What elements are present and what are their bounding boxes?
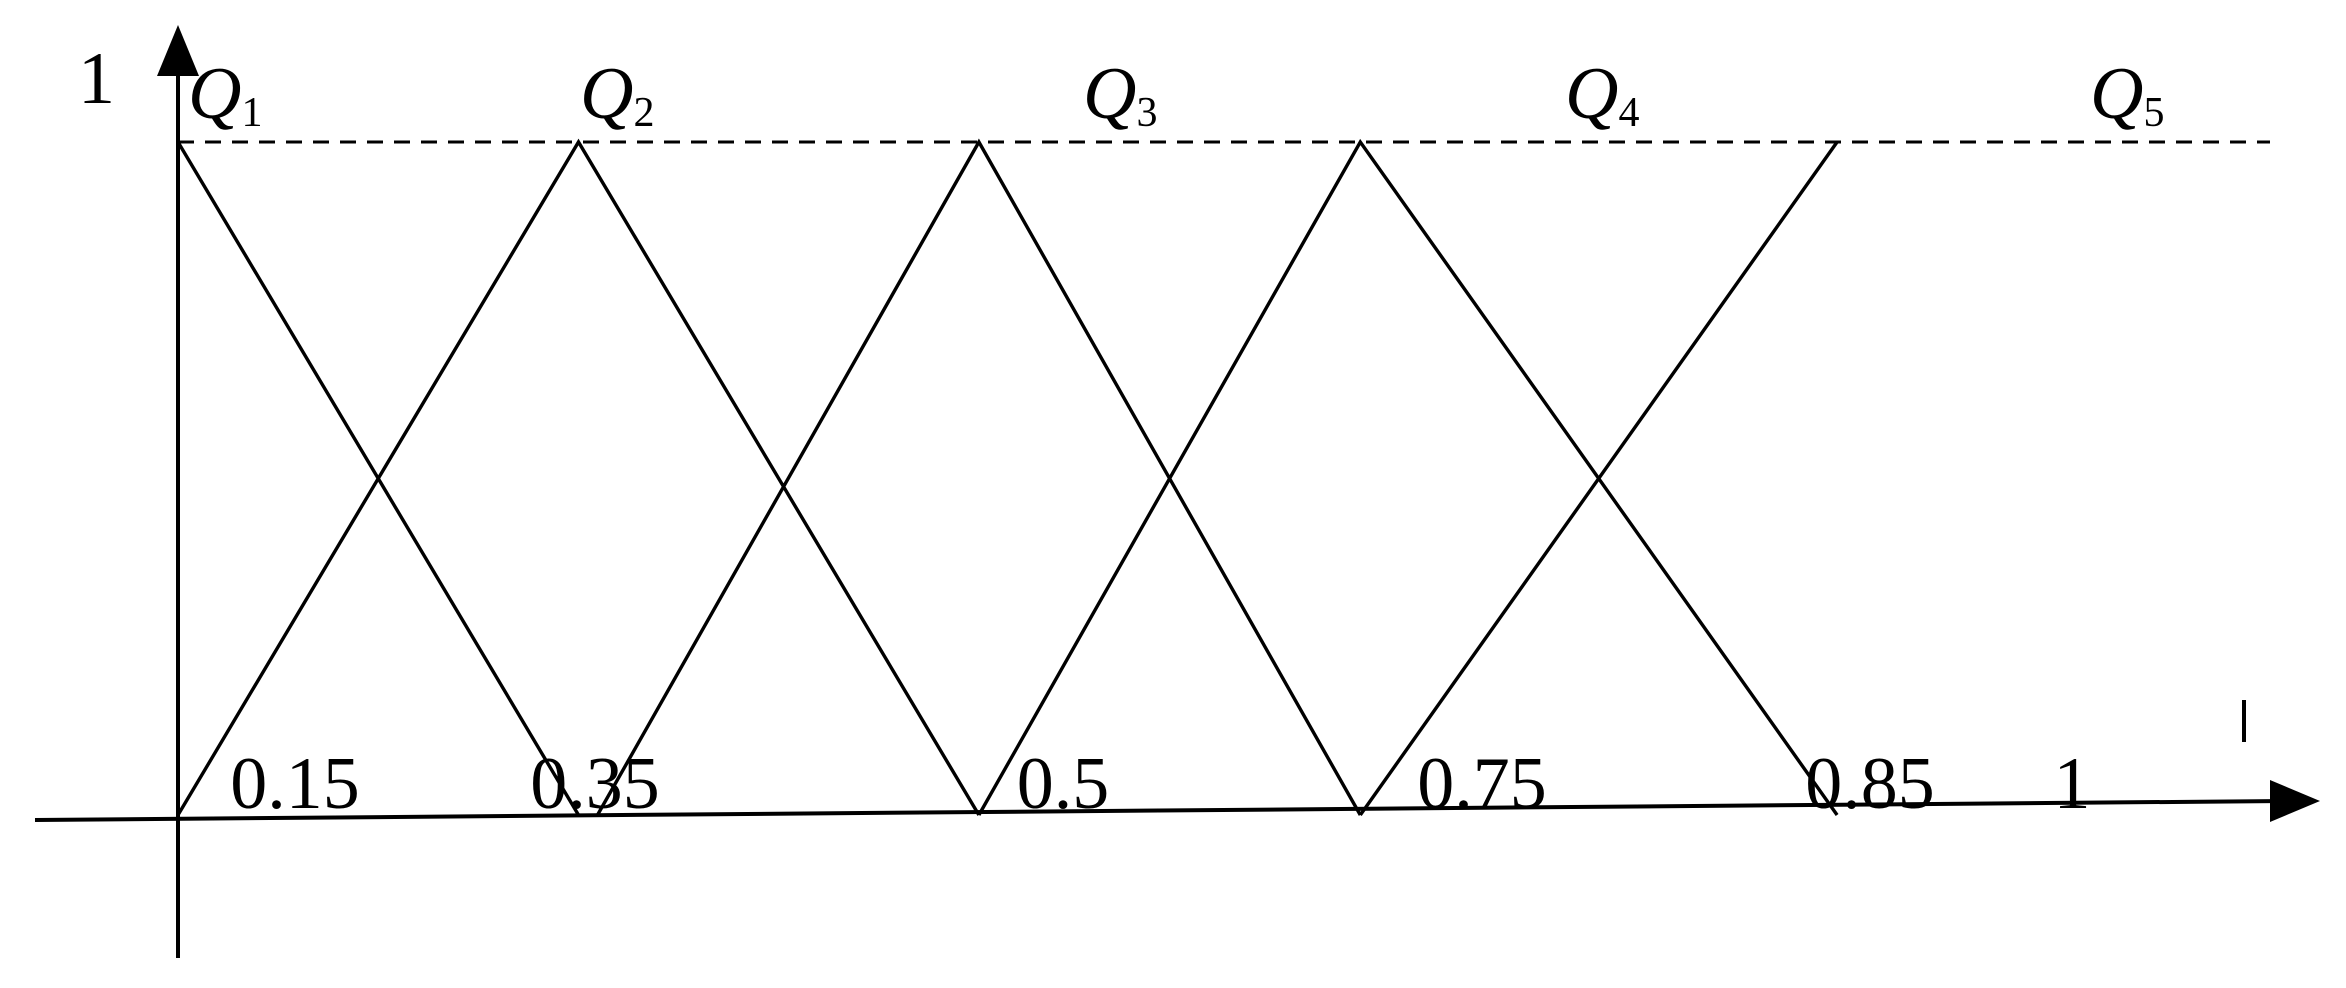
- x-tick-label-2: 0.5: [1017, 743, 1110, 825]
- chart-labels: 1 0.15 0.35 0.5 0.75 0.85 1 Q1 Q2 Q3 Q4 Q5: [78, 38, 2164, 825]
- x-tick-label-3: 0.75: [1417, 743, 1547, 825]
- series-label-q2: Q2: [580, 53, 654, 136]
- series-label-q1: Q1: [188, 53, 262, 136]
- series-line-q3: [596, 138, 1362, 816]
- x-tick-label-0: 0.15: [230, 743, 360, 825]
- x-tick-label-1: 0.35: [530, 743, 660, 825]
- y-tick-label-1: 1: [78, 38, 115, 120]
- x-tick-label-5: 1: [2054, 743, 2091, 825]
- x-axis-arrow: [2270, 780, 2320, 822]
- series-line-q5: [1358, 141, 1839, 816]
- series-label-q5: Q5: [2090, 53, 2164, 136]
- axes: [34, 25, 2320, 958]
- series-label-q4: Q4: [1565, 53, 1639, 136]
- series-label-q3: Q3: [1083, 53, 1157, 136]
- series-line-q2: [176, 138, 981, 816]
- y-axis-arrow: [157, 25, 199, 76]
- x-tick-label-4: 0.85: [1805, 743, 1935, 825]
- series-lines: [176, 138, 1839, 816]
- series-line-q4: [977, 138, 1839, 816]
- x-axis: [34, 799, 2286, 822]
